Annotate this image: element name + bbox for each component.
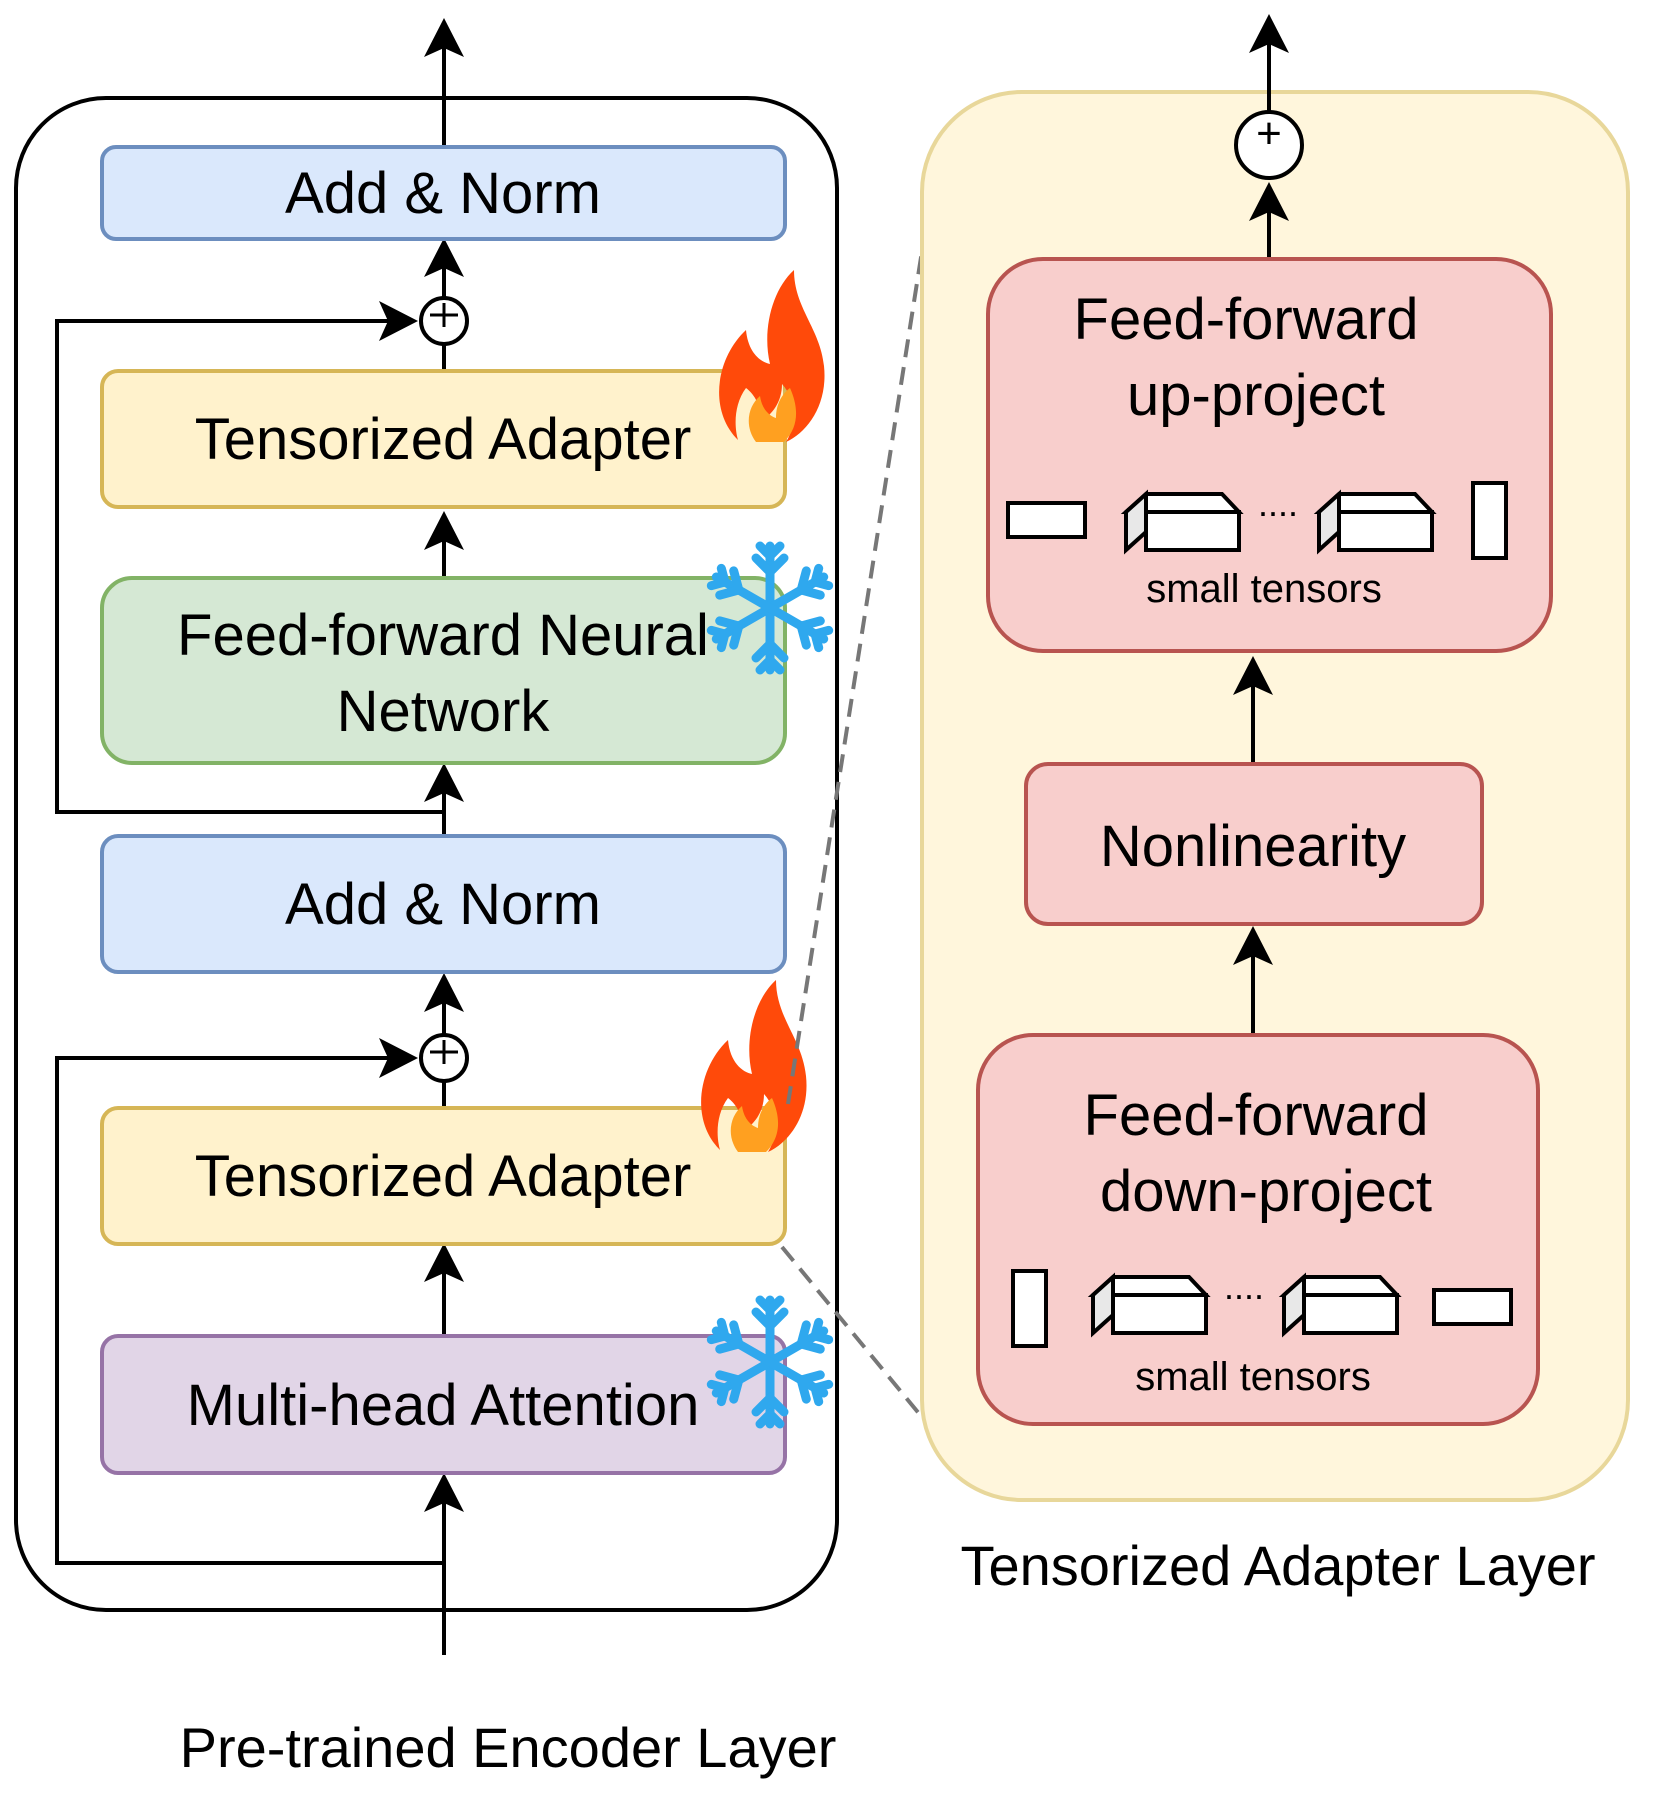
encoder-layer-caption: Pre-trained Encoder Layer — [180, 1716, 837, 1779]
fire-icon — [701, 980, 807, 1152]
residual-connections — [55, 319, 444, 1565]
encoder-arrowheads — [424, 18, 464, 1512]
down-project-label-line2: down-project — [1100, 1159, 1432, 1224]
up-project-label-line1: Feed-forward — [1074, 287, 1419, 352]
add-norm-top-block: Add & Norm — [100, 145, 787, 241]
tensorized-adapter-top-block: Tensorized Adapter — [100, 369, 787, 509]
encoder-sum-node-lower — [419, 1033, 469, 1083]
adapter-sum-node: + — [1234, 109, 1304, 180]
encoder-frame — [14, 96, 839, 1612]
ffn-label-line2: Network — [337, 679, 551, 744]
adapter-sum-symbol: + — [1256, 109, 1282, 158]
ffn-block: Feed-forward Neural Network — [100, 576, 787, 765]
adapter-layer-caption: Tensorized Adapter Layer — [960, 1534, 1595, 1597]
encoder-sum-node-upper — [419, 296, 469, 346]
residual-arrowheads — [379, 301, 418, 1078]
small-tensors-up-row — [1006, 481, 1508, 560]
multi-head-attention-block: Multi-head Attention — [100, 1334, 787, 1475]
add-norm-top-label: Add & Norm — [285, 161, 601, 226]
ff-up-project-block: Feed-forward up-project .... small tenso… — [986, 257, 1553, 653]
nonlinearity-label: Nonlinearity — [1100, 814, 1406, 879]
zoom-connectors — [780, 199, 974, 1480]
up-dots: .... — [1258, 483, 1298, 524]
tensorized-adapter-top-label: Tensorized Adapter — [195, 407, 692, 472]
fire-icon — [719, 270, 825, 442]
small-tensors-down-row — [1011, 1269, 1513, 1348]
up-small-tensors-label: small tensors — [1146, 567, 1382, 611]
up-project-label-line2: up-project — [1127, 363, 1385, 428]
down-dots: .... — [1224, 1266, 1264, 1307]
ffn-label-line1: Feed-forward Neural — [177, 603, 709, 668]
add-norm-mid-label: Add & Norm — [285, 872, 601, 937]
tensor-cube — [1278, 1272, 1402, 1338]
add-norm-mid-block: Add & Norm — [100, 834, 787, 974]
adapter-arrowheads — [1233, 14, 1289, 965]
multi-head-attention-label: Multi-head Attention — [187, 1373, 700, 1438]
ff-down-project-block: Feed-forward down-project .... small ten… — [976, 1033, 1540, 1426]
down-small-tensors-label: small tensors — [1135, 1355, 1371, 1399]
down-project-label-line1: Feed-forward — [1084, 1083, 1429, 1148]
nonlinearity-block: Nonlinearity — [1024, 762, 1484, 926]
tensorized-adapter-bottom-label: Tensorized Adapter — [195, 1144, 692, 1209]
tensorized-adapter-bottom-block: Tensorized Adapter — [100, 1106, 787, 1246]
tensor-cube — [1313, 489, 1437, 555]
tensor-cube — [1087, 1272, 1211, 1338]
tensor-cube — [1120, 489, 1244, 555]
